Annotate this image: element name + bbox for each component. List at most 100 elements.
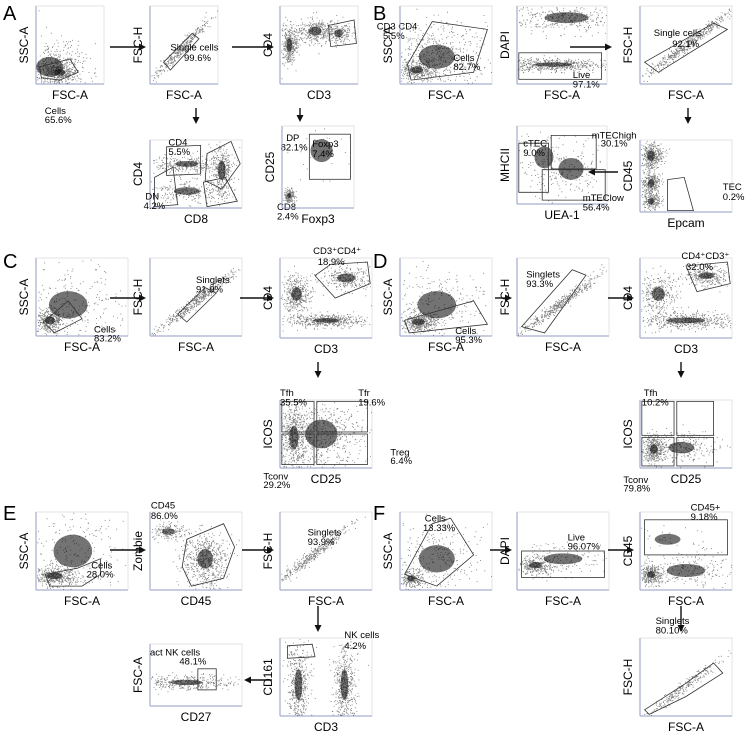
x-axis-label: FSC-A bbox=[308, 594, 344, 608]
y-axis-label: DAPI bbox=[498, 31, 512, 59]
density-core bbox=[313, 318, 339, 323]
plot-frame bbox=[149, 5, 219, 85]
gate-a4-3[interactable] bbox=[202, 176, 238, 208]
gate-c4-2[interactable] bbox=[316, 433, 368, 466]
gate-e2-0[interactable] bbox=[181, 523, 236, 587]
x-axis-label: CD8 bbox=[184, 212, 208, 226]
y-axis-label: ICOS bbox=[621, 419, 635, 448]
gate-label-value: 86.0% bbox=[151, 511, 178, 522]
event-dots bbox=[641, 262, 732, 334]
gate-e4-0[interactable] bbox=[286, 643, 316, 659]
density-core bbox=[308, 26, 322, 36]
event-dots bbox=[150, 141, 241, 207]
density-core bbox=[647, 571, 655, 578]
y-axis-label: CD161 bbox=[261, 658, 275, 696]
gate-f4-0[interactable] bbox=[643, 662, 724, 715]
x-axis-label: FSC-A bbox=[428, 594, 464, 608]
gate-b1-0[interactable] bbox=[406, 21, 488, 81]
gate-d3-0[interactable] bbox=[685, 261, 731, 293]
x-axis-label: CD3 bbox=[314, 342, 338, 356]
gate-b5-2[interactable] bbox=[541, 169, 606, 201]
y-axis-label: CD25 bbox=[263, 151, 277, 182]
gate-a5-0[interactable] bbox=[308, 133, 351, 180]
plot-frame bbox=[35, 257, 129, 337]
gate-e5-0[interactable] bbox=[197, 668, 217, 691]
gate-b5-0[interactable] bbox=[550, 134, 597, 170]
gate-a4-2[interactable] bbox=[154, 166, 179, 208]
y-axis-label: FSC-H bbox=[498, 279, 512, 316]
gate-d2-0[interactable] bbox=[520, 269, 587, 334]
gate-c4-1[interactable] bbox=[316, 400, 368, 433]
gate-b2-0[interactable] bbox=[518, 52, 602, 80]
event-dots bbox=[281, 11, 356, 80]
x-axis-label: FSC-A bbox=[64, 340, 100, 354]
event-dots bbox=[36, 10, 97, 85]
x-axis-label: FSC-A bbox=[166, 88, 202, 102]
event-dots bbox=[644, 650, 732, 716]
density-core bbox=[698, 272, 714, 279]
x-axis-label: FSC-A bbox=[52, 88, 88, 102]
density-core bbox=[286, 38, 293, 52]
gate-c3-0[interactable] bbox=[314, 261, 371, 299]
gate-label-name: Cells bbox=[91, 560, 112, 571]
gate-c2-0[interactable] bbox=[177, 287, 217, 323]
gate-d4-1[interactable] bbox=[676, 400, 714, 436]
event-dots bbox=[151, 519, 240, 590]
gate-label-name: CD3⁺CD4⁺ bbox=[313, 246, 361, 257]
gate-label-value: 19.6% bbox=[358, 397, 385, 408]
x-axis-label: CD3 bbox=[307, 88, 331, 102]
gate-a4-0[interactable] bbox=[166, 144, 202, 176]
density-core bbox=[48, 291, 88, 319]
gate-e1-0[interactable] bbox=[44, 558, 101, 587]
density-core bbox=[418, 545, 455, 573]
gate-c4-3[interactable] bbox=[281, 433, 315, 466]
x-axis-label: FSC-A bbox=[668, 594, 704, 608]
gate-a1-0[interactable] bbox=[38, 58, 79, 81]
y-axis-label: DAPI bbox=[498, 537, 512, 565]
x-axis-label: CD25 bbox=[311, 472, 342, 486]
gate-b5-1[interactable] bbox=[518, 142, 549, 193]
y-axis-label: SSC-A bbox=[17, 533, 31, 570]
gate-label-name: Cells bbox=[453, 53, 474, 64]
gate-label-name: Cells bbox=[455, 326, 476, 337]
gate-a3-0[interactable] bbox=[327, 19, 357, 48]
gate-label-value: 97.1% bbox=[573, 79, 600, 90]
density-core bbox=[544, 12, 589, 24]
gate-f1-0[interactable] bbox=[404, 517, 475, 587]
gate-d1-0[interactable] bbox=[404, 300, 489, 334]
gate-d4-3[interactable] bbox=[641, 436, 675, 467]
gate-a2-0[interactable] bbox=[163, 32, 200, 71]
gate-d4-0[interactable] bbox=[641, 400, 675, 436]
gate-label-name: CD45+ bbox=[691, 503, 721, 514]
gate-label-value: 82.1% bbox=[281, 143, 308, 154]
y-axis-label: FSC-H bbox=[131, 279, 145, 316]
gate-b4-0[interactable] bbox=[667, 176, 694, 212]
gate-c4-0[interactable] bbox=[281, 400, 315, 433]
gate-f3-0[interactable] bbox=[644, 519, 728, 556]
x-axis-label: Foxp3 bbox=[301, 212, 335, 226]
density-core bbox=[36, 57, 63, 77]
gate-label-name: Foxp3 bbox=[312, 139, 338, 150]
event-dots bbox=[151, 671, 240, 695]
gate-label-value: 32.0% bbox=[686, 262, 713, 273]
density-core bbox=[417, 291, 457, 319]
density-core bbox=[340, 669, 349, 701]
gate-label-name: Tfh bbox=[644, 388, 658, 399]
plot-frame bbox=[149, 511, 243, 591]
gate-label-name: Tfh bbox=[280, 388, 294, 399]
gate-c1-0[interactable] bbox=[42, 300, 83, 334]
event-dots bbox=[518, 541, 607, 582]
gate-a4-1[interactable] bbox=[204, 140, 241, 190]
gate-d4-2[interactable] bbox=[676, 436, 714, 467]
gate-f2-0[interactable] bbox=[521, 550, 605, 578]
gate-label-name: mTEChigh bbox=[592, 131, 637, 142]
x-axis-label: UEA-1 bbox=[544, 208, 580, 222]
gate-b3-0[interactable] bbox=[643, 22, 729, 73]
density-core bbox=[197, 548, 213, 569]
